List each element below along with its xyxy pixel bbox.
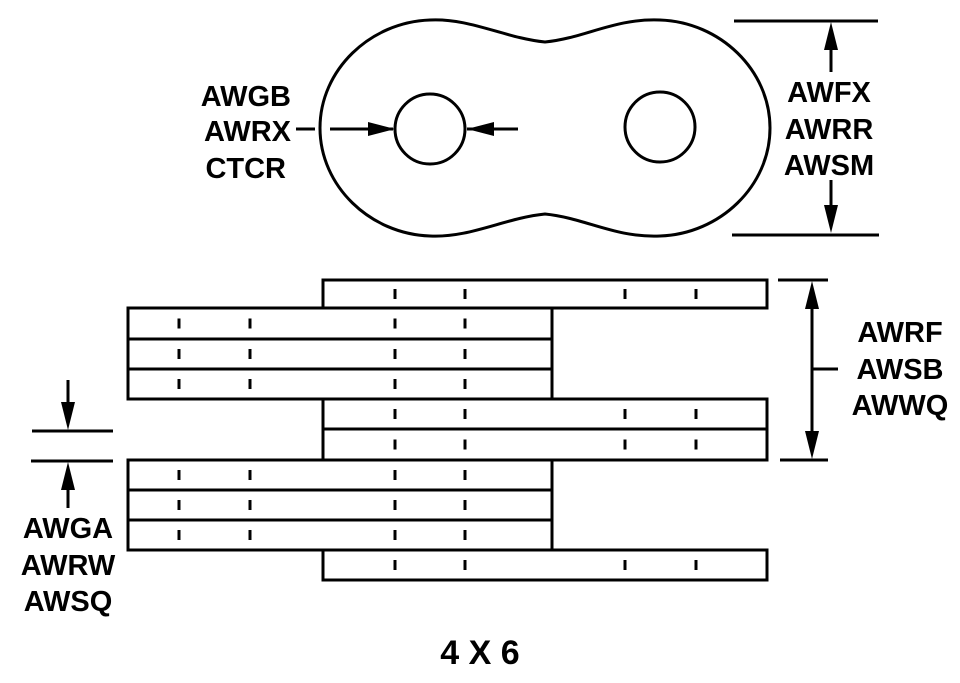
width-code-3: AWWQ	[852, 390, 949, 422]
height-code-3: AWSM	[784, 150, 874, 182]
width-code-1: AWRF	[857, 317, 942, 349]
chain-plate	[126, 367, 554, 401]
pin-code-1: AWGB	[201, 81, 291, 113]
arrowhead-up-icon	[61, 462, 75, 490]
arrowhead-left-icon	[467, 122, 494, 136]
chain-plate	[321, 427, 769, 462]
chain-width-dimension	[778, 278, 838, 462]
arrowhead-up-icon	[824, 22, 838, 50]
thickness-code-3: AWSQ	[24, 586, 113, 618]
side-view-pin-marks	[177, 289, 698, 570]
pin-hole-right	[623, 90, 697, 164]
chain-plate	[321, 278, 769, 310]
chain-plate	[126, 518, 554, 552]
diagram-title: 4 X 6	[440, 634, 519, 672]
pin-hole-left	[393, 92, 467, 166]
chain-plate	[126, 337, 554, 371]
plate-thickness-labels: AWGA AWRW AWSQ	[21, 513, 116, 618]
chain-plate	[126, 458, 554, 492]
chain-plate	[321, 548, 769, 582]
chain-plate	[321, 397, 769, 431]
height-code-2: AWRR	[785, 114, 874, 146]
plate-thickness-dimension	[31, 380, 113, 508]
chain-plate	[126, 488, 554, 522]
side-view-plates	[126, 278, 769, 582]
arrowhead-down-icon	[61, 402, 75, 430]
chain-plate	[126, 306, 554, 341]
chain-width-labels: AWRF AWSB AWWQ	[852, 317, 949, 422]
width-code-2: AWSB	[857, 354, 944, 386]
pin-code-3: CTCR	[205, 153, 286, 185]
thickness-code-2: AWRW	[21, 550, 116, 582]
height-code-1: AWFX	[787, 77, 871, 109]
link-height-dimension	[732, 19, 879, 237]
link-height-labels: AWFX AWRR AWSM	[784, 77, 874, 182]
arrowhead-up-icon	[805, 281, 819, 309]
thickness-code-1: AWGA	[23, 513, 113, 545]
arrowhead-right-icon	[368, 122, 395, 136]
link-plate-outline	[318, 18, 772, 238]
arrowhead-down-icon	[805, 431, 819, 459]
arrowhead-down-icon	[824, 205, 838, 233]
pin-diameter-labels: AWGB AWRX CTCR	[201, 81, 292, 185]
pin-diameter-dimension	[296, 122, 518, 136]
pin-code-2: AWRX	[204, 116, 292, 148]
